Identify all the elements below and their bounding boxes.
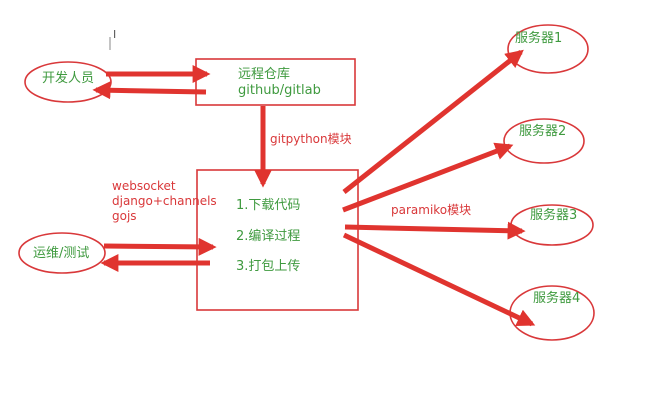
developer-label: 开发人员 — [42, 70, 94, 86]
arrow-to-server-1 — [342, 49, 524, 194]
step-3: 3.打包上传 — [236, 259, 300, 274]
ibeam-cursor-icon: I — [113, 28, 116, 41]
server-4-label: 服务器4 — [533, 290, 580, 306]
server-3-label: 服务器3 — [530, 207, 577, 223]
repo-box — [195, 58, 356, 106]
arrow-to-server-2 — [342, 142, 514, 213]
ops-ellipse — [18, 232, 106, 274]
server-2-label: 服务器2 — [519, 123, 566, 139]
server-1-label: 服务器1 — [515, 30, 562, 46]
developer-ellipse — [24, 61, 112, 103]
server-1-ellipse — [507, 24, 589, 74]
repo-title: 远程仓库 — [238, 66, 290, 82]
tech-line-websocket: websocket — [112, 179, 176, 193]
tech-line-gojs: gojs — [112, 209, 137, 223]
arrow-repo-to-developer — [92, 81, 207, 100]
paramiko-label: paramiko模块 — [391, 203, 471, 217]
arrow-to-server-4 — [342, 232, 536, 327]
step-1: 1.下载代码 — [236, 198, 300, 213]
arrow-to-server-3 — [344, 221, 526, 240]
ops-label: 运维/测试 — [33, 246, 89, 261]
step-2: 2.编译过程 — [236, 229, 300, 244]
arrow-ops-to-pipeline — [103, 237, 217, 256]
tech-line-django: django+channels — [112, 194, 217, 208]
server-2-ellipse — [503, 118, 585, 164]
gitpython-label: gitpython模块 — [270, 132, 352, 146]
repo-subtitle: github/gitlab — [238, 83, 321, 98]
